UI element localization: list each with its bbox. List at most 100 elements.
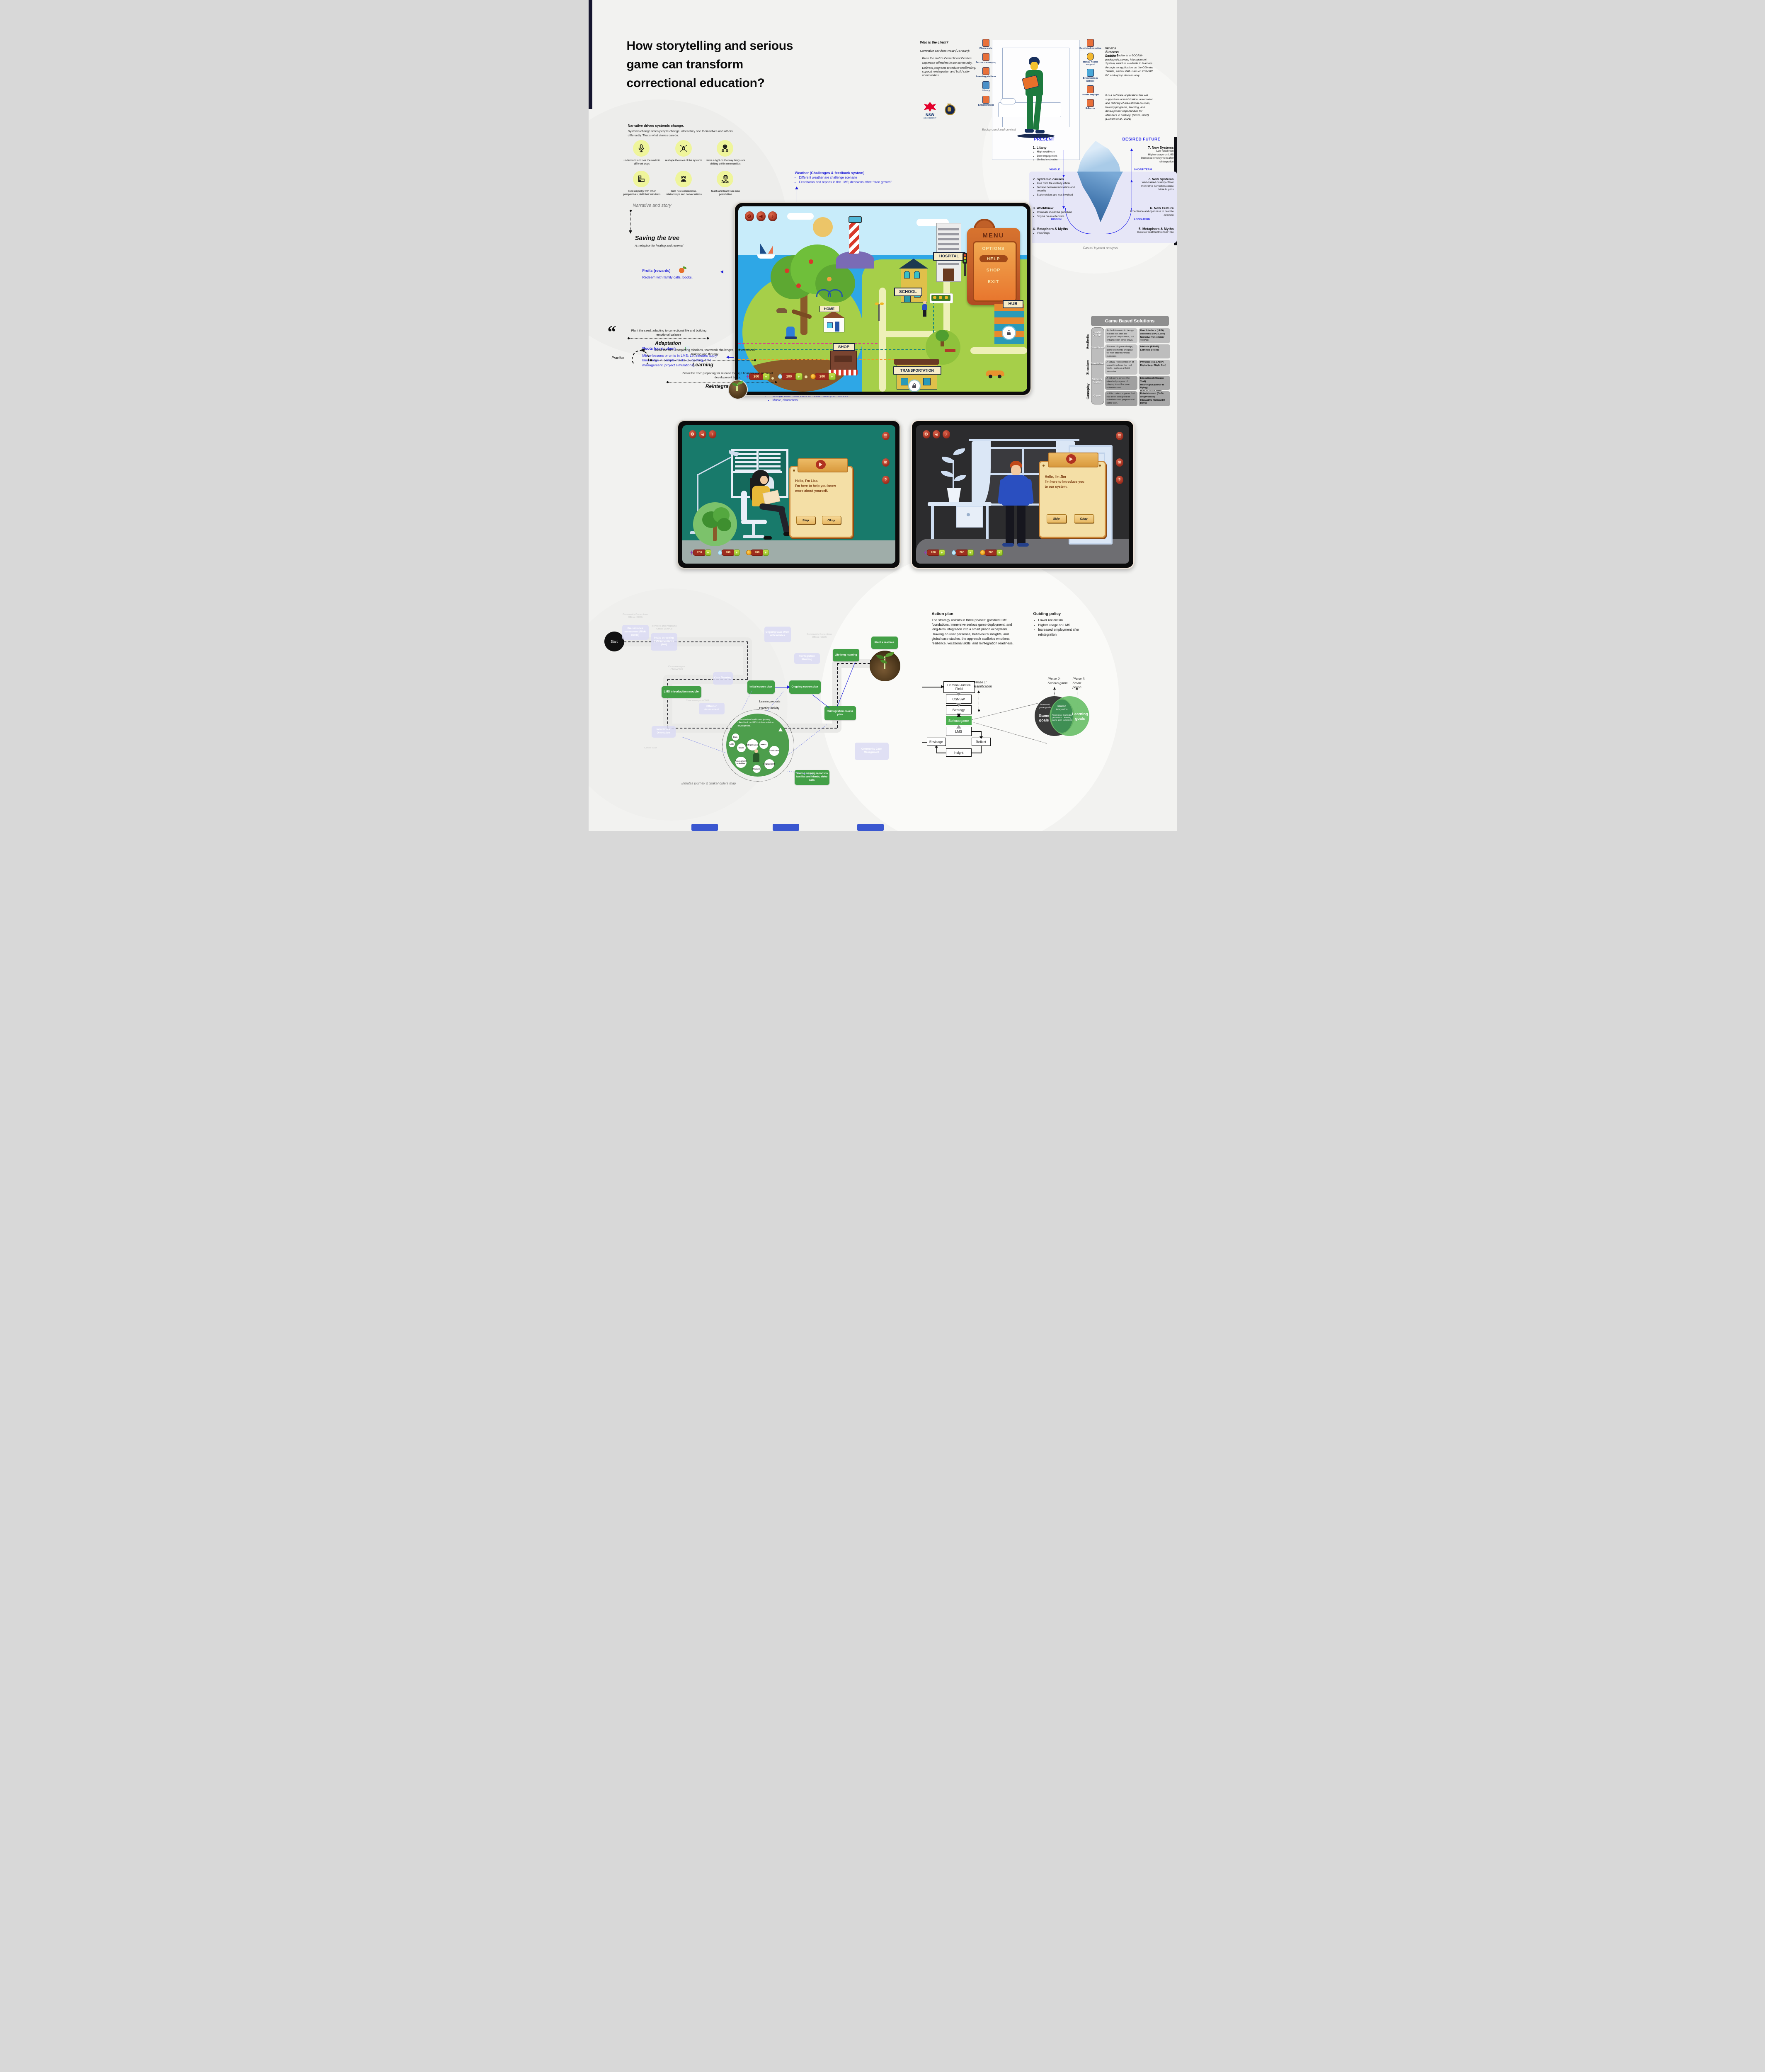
skip-button[interactable]: Skip	[796, 516, 815, 524]
settings-icon[interactable]: ⚙	[689, 430, 696, 438]
ladder-title: What's Success Ladder?	[1105, 46, 1119, 58]
lighthouse	[849, 220, 859, 254]
desk-top	[927, 502, 992, 506]
connector	[921, 742, 927, 743]
mail-icon[interactable]: ✉	[1115, 458, 1123, 467]
skip-button[interactable]: Skip	[1046, 514, 1067, 523]
menu-panel	[972, 241, 1017, 302]
green-box-sharing: Sharing learning reports to families and…	[794, 770, 829, 785]
saving-subtitle: A metaphor for healing and renewal	[635, 244, 684, 247]
hub-bubble: Curriculum	[769, 746, 779, 756]
dialog-speaker-icon[interactable]	[815, 460, 826, 469]
help-icon[interactable]: ?	[882, 476, 890, 484]
hub-bubble: Engagement	[764, 759, 775, 769]
service-label: Library	[982, 90, 990, 92]
speaker-icon[interactable]: ◀	[698, 430, 706, 438]
adaptation-quote: Plant the seed: adapting to correctional…	[631, 329, 707, 337]
menu-shop[interactable]: SHOP	[986, 268, 1001, 273]
green-box-lms-intro: LMS introduction module	[661, 686, 701, 698]
jim-dialog-text: Hello, I'm Jim I'm here to introduce you…	[1045, 475, 1084, 489]
home-door	[835, 322, 839, 332]
policy-bullet: Increased employment after reintegration	[1038, 627, 1096, 637]
tree-fruit	[796, 283, 801, 288]
iceberg-caption: Casual layered analysis	[1083, 246, 1118, 250]
connector	[971, 731, 981, 732]
man-shoe	[1024, 129, 1034, 133]
transportation-sign: TRANSPORTATION	[893, 366, 941, 375]
water-add-button[interactable]: +	[733, 549, 740, 556]
sunflower	[944, 296, 948, 299]
journey-caption: Inmates journey & Stakeholders map	[681, 782, 736, 785]
gray-arrow-up	[956, 725, 961, 729]
coin-add-button[interactable]: +	[996, 549, 1003, 556]
ladder-paragraph-2: It is a software application that will s…	[1105, 94, 1154, 121]
coin-value: 200	[984, 549, 998, 556]
energy-add-button[interactable]: +	[938, 549, 945, 556]
soil-pebble	[771, 377, 774, 380]
music-icon[interactable]: ♪	[942, 430, 950, 438]
water-add-button[interactable]: +	[967, 549, 974, 556]
service-label: Phone calls	[979, 47, 993, 50]
menu-help-pill[interactable]	[979, 255, 1008, 262]
connector	[936, 747, 937, 753]
microphone-icon	[633, 140, 650, 157]
npc-legs	[923, 310, 926, 317]
scooter-rider	[786, 327, 795, 337]
music-icon[interactable]: ♪	[708, 430, 716, 438]
list-icon[interactable]: ☰	[882, 432, 890, 440]
transport-window	[900, 378, 908, 385]
coin-value: 200	[815, 373, 830, 380]
water-add-button[interactable]: +	[795, 373, 802, 380]
desk-leg	[931, 506, 934, 539]
new-systems-2-block: 7. New Systems Well-trained custody offi…	[1126, 177, 1174, 192]
staff-label: Services and Programs Officer (SAPO)	[652, 625, 677, 631]
traffic-amber	[963, 257, 966, 259]
journey-note: Practice activity	[759, 707, 780, 710]
coin-add-button[interactable]: +	[762, 549, 769, 556]
speaker-icon[interactable]: ◀	[932, 430, 940, 438]
energy-add-button[interactable]: +	[762, 373, 770, 380]
lock-arrows-icon	[675, 140, 692, 157]
seedling-leaf	[737, 381, 743, 385]
mental-health-icon	[1087, 53, 1094, 61]
learning-label: Learning	[692, 362, 713, 368]
gray-arrow	[956, 703, 961, 707]
game-elements-bullet: Music, characters	[773, 398, 862, 403]
coin-value: 200	[750, 549, 764, 556]
dotted-connector	[630, 211, 631, 231]
coin-resource: 200 +	[810, 373, 836, 380]
hub-bullets: • Personalised end-to-end journey. • Fee…	[737, 719, 773, 727]
dialog-speaker-icon[interactable]	[1066, 454, 1076, 464]
blocks-icon	[633, 171, 650, 187]
plant-leaf	[953, 448, 965, 455]
okay-button[interactable]: Okay	[822, 516, 841, 524]
client-bullet: Supervise offenders in the community.	[922, 61, 973, 65]
game-tablet: HOME SCHOOL HOSPITAL	[733, 202, 1032, 396]
staff-label: Case managers CMU+CMO	[668, 666, 685, 671]
menu-help[interactable]: HELP	[987, 257, 1000, 261]
menu-exit[interactable]: EXIT	[987, 279, 999, 284]
menu-options[interactable]: OPTIONS	[982, 246, 1005, 251]
settings-icon[interactable]: ⚙	[922, 430, 930, 438]
music-icon[interactable]: ♪	[768, 211, 777, 221]
visible-marker: VISIBLE	[1049, 168, 1060, 171]
coin-add-button[interactable]: +	[828, 373, 836, 380]
green-box-plant-tree: Plant a real tree	[871, 637, 898, 649]
otter	[776, 308, 787, 313]
adaptation-divider	[627, 337, 709, 339]
okay-button[interactable]: Okay	[1074, 514, 1094, 523]
seedling-leaf	[732, 383, 738, 386]
mail-icon[interactable]: ✉	[882, 458, 890, 467]
speaker-icon[interactable]: ◀	[756, 211, 766, 221]
learning-quote: Grow the tree: completing missions, team…	[655, 348, 755, 356]
green-box-ongoing: Ongoing course plan	[789, 680, 821, 694]
service-label: Mental health support	[1083, 61, 1098, 66]
energy-add-button[interactable]: +	[705, 549, 711, 556]
help-icon[interactable]: ?	[1115, 476, 1123, 484]
seedling-photo	[727, 380, 748, 399]
blinds	[759, 453, 781, 471]
settings-icon[interactable]: ⚙	[744, 211, 754, 221]
journey-map: Start Pre-sentence assessment (Risk/ nee…	[589, 588, 920, 787]
worldview-item: Criminals should be punished	[1037, 211, 1079, 215]
list-icon[interactable]: ☰	[1115, 432, 1123, 440]
